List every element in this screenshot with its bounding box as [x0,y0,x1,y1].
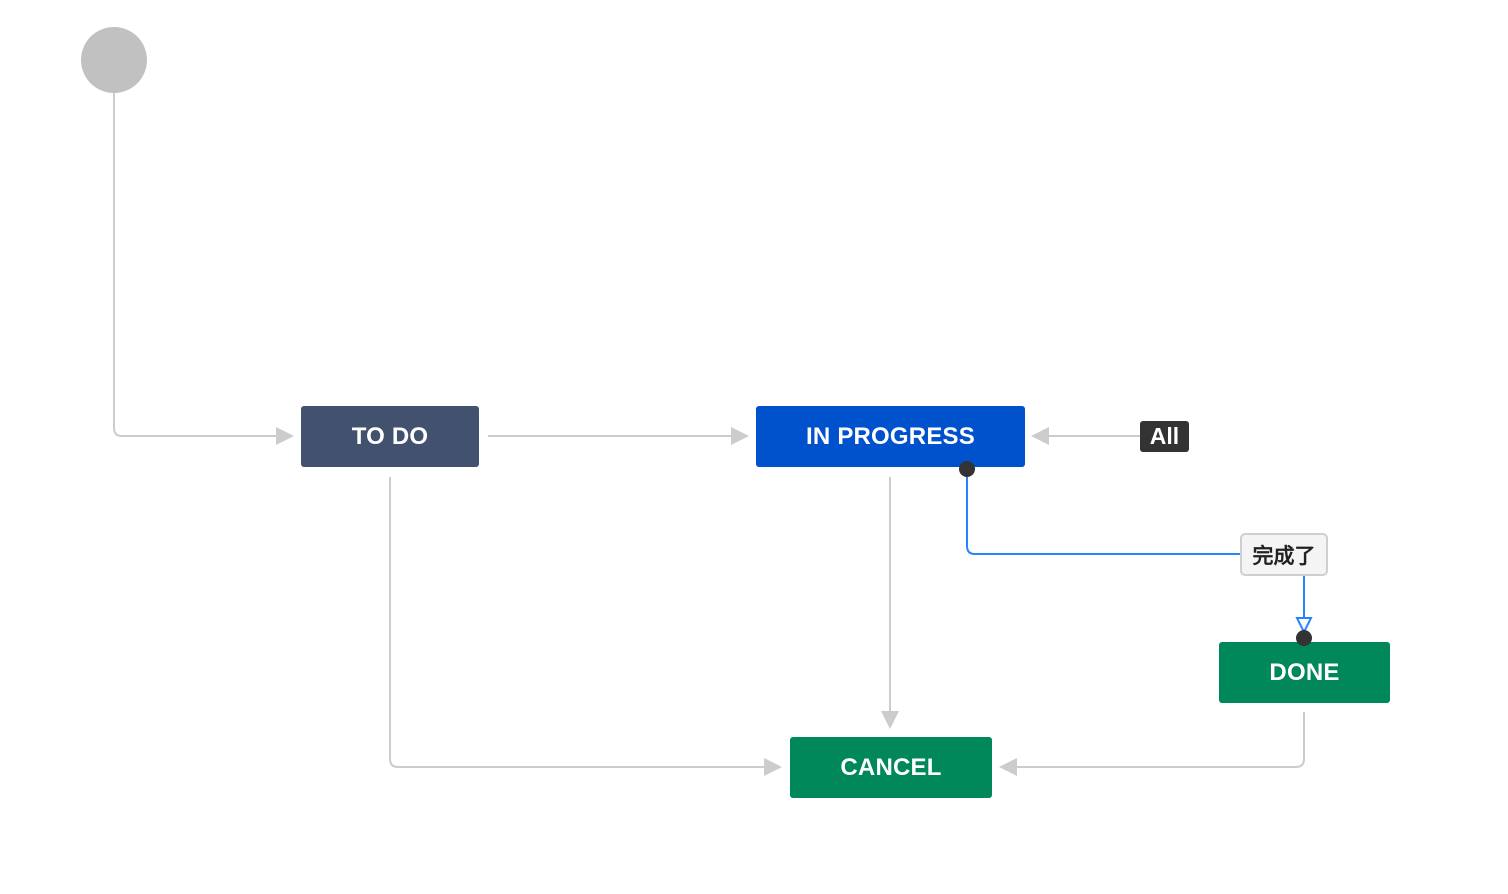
status-todo[interactable]: TO DO [301,406,479,467]
start-node[interactable] [81,27,147,93]
status-todo-label: TO DO [351,422,429,450]
status-in-progress-label: IN PROGRESS [806,422,975,450]
status-done-label: DONE [1269,658,1340,686]
connector-start-to-todo[interactable] [113,93,282,437]
status-cancel[interactable]: CANCEL [790,737,992,798]
status-cancel-label: CANCEL [840,753,942,781]
connector-inprogress-to-done[interactable] [966,470,1242,555]
arrowhead-todo-to-inprogress [731,427,749,445]
arrowhead-done-to-cancel [999,758,1017,776]
arrowhead-start-to-todo [276,427,294,445]
connector-todo-to-cancel[interactable] [389,477,768,768]
connector-done-to-cancel[interactable] [1014,712,1305,768]
transition-all-badge[interactable]: All [1140,421,1189,452]
transition-done-label: 完成了 [1252,543,1316,568]
transition-all-label: All [1149,423,1180,449]
transition-done-badge[interactable]: 完成了 [1240,533,1328,576]
arrowhead-all-to-inprogress [1031,427,1049,445]
status-in-progress[interactable]: IN PROGRESS [756,406,1025,467]
arrowhead-todo-to-cancel [764,758,782,776]
arrowhead-inprogress-to-cancel [881,711,899,729]
arrowhead-inprogress-to-done [1295,617,1313,635]
status-done[interactable]: DONE [1219,642,1390,703]
